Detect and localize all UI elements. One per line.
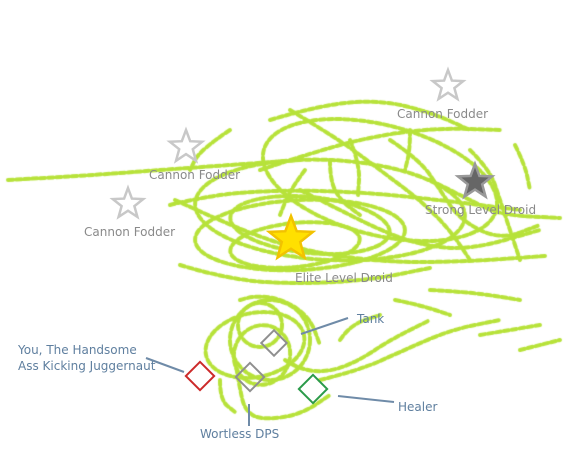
healer-label: Healer bbox=[398, 400, 438, 414]
healer-leader-line bbox=[337, 395, 395, 403]
cannon-fodder-label-2: Cannon Fodder bbox=[149, 168, 241, 182]
elite-droid-label: Elite Level Droid bbox=[295, 271, 393, 285]
tank-marker bbox=[259, 328, 289, 358]
star-icon bbox=[109, 184, 147, 220]
star-icon bbox=[166, 126, 206, 164]
elite-star-icon bbox=[265, 212, 317, 261]
star-icon bbox=[429, 66, 467, 102]
you-label-line2: Ass Kicking Juggernaut bbox=[18, 359, 156, 373]
you-label-line1: You, The Handsome bbox=[18, 343, 137, 357]
you-marker bbox=[184, 360, 216, 392]
dps-marker bbox=[234, 361, 266, 393]
you-leader-line bbox=[145, 357, 185, 373]
cannon-fodder-label-1: Cannon Fodder bbox=[397, 107, 489, 121]
tank-label: Tank bbox=[357, 312, 385, 326]
healer-marker bbox=[297, 373, 329, 405]
strong-droid-label: Strong Level Droid bbox=[425, 203, 537, 217]
dps-label: Wortless DPS bbox=[200, 427, 280, 441]
tank-leader-line bbox=[300, 317, 349, 335]
cannon-fodder-label-3: Cannon Fodder bbox=[84, 225, 176, 239]
strong-star-icon bbox=[454, 160, 496, 200]
